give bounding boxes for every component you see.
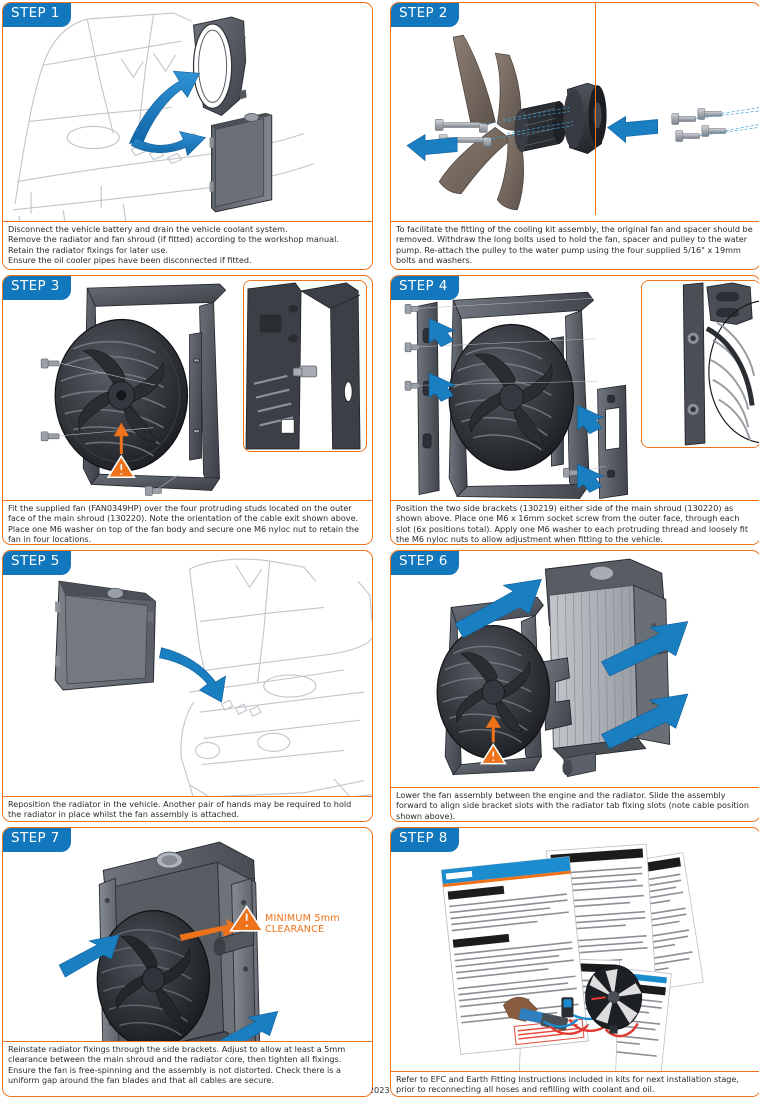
step-caption-2: To facilitate the fitting of the cooling… (391, 221, 759, 269)
step-panel-5: STEP 5 Reposition the radiator in the ve… (2, 550, 373, 822)
step-badge-6: STEP 6 (391, 551, 459, 575)
clearance-annotation: MINIMUM 5mm CLEARANCE (265, 913, 340, 935)
step-panel-6: STEP 6 Lower the fan assembly between th… (390, 550, 759, 822)
step-panel-4: STEP 4 Position the two side brackets (1… (390, 275, 759, 545)
step-badge-3: STEP 3 (3, 276, 71, 300)
document-stack (440, 843, 704, 1085)
step-badge-5: STEP 5 (3, 551, 71, 575)
cable-orientation-marker (479, 715, 507, 765)
step-8-illustration (391, 828, 759, 1096)
step-6-illustration (391, 551, 759, 821)
step-caption-8: Refer to EFC and Earth Fitting Instructi… (391, 1071, 759, 1096)
warning-triangle-icon (229, 905, 265, 932)
step-2-divider (595, 3, 597, 215)
step-caption-6: Lower the fan assembly between the engin… (391, 787, 759, 821)
step-caption-1: Disconnect the vehicle battery and drain… (3, 221, 372, 269)
step-1-illustration (3, 3, 372, 269)
step-badge-1: STEP 1 (3, 3, 71, 27)
step-badge-7: STEP 7 (3, 828, 71, 852)
step-caption-3: Fit the supplied fan (FAN0349HP) over th… (3, 500, 372, 544)
step-2-illustration (391, 3, 759, 269)
step-badge-2: STEP 2 (391, 3, 459, 27)
step-3-illustration (3, 276, 372, 544)
step-badge-4: STEP 4 (391, 276, 459, 300)
step-caption-4: Position the two side brackets (130219) … (391, 500, 759, 544)
step-panel-8: STEP 8 Refer to EFC and Earth Fitting In… (390, 827, 759, 1097)
step-caption-7: Reinstate radiator fixings through the s… (3, 1041, 372, 1096)
step-4-detail-inset (641, 280, 759, 448)
step-4-illustration (391, 276, 759, 544)
step-panel-7: MINIMUM 5mm CLEARANCE STEP 7 Reinstate r… (2, 827, 373, 1097)
clearance-arrow-icon (179, 918, 242, 941)
cable-orientation-marker (106, 422, 136, 479)
footer-copyright: Copyright ©2023 Revotec Ltd. (318, 1085, 444, 1095)
step-3-detail-inset (243, 280, 367, 452)
step-panel-3: STEP 3 Fit the supplied fan (FAN0349HP) … (2, 275, 373, 545)
step-badge-8: STEP 8 (391, 828, 459, 852)
step-panel-1: STEP 1 Disconnect the vehicle battery an… (2, 2, 373, 270)
step-panel-2: STEP 2 To facilitate the fitting of the … (390, 2, 759, 270)
step-caption-5: Reposition the radiator in the vehicle. … (3, 796, 372, 821)
step-5-illustration (3, 551, 372, 821)
